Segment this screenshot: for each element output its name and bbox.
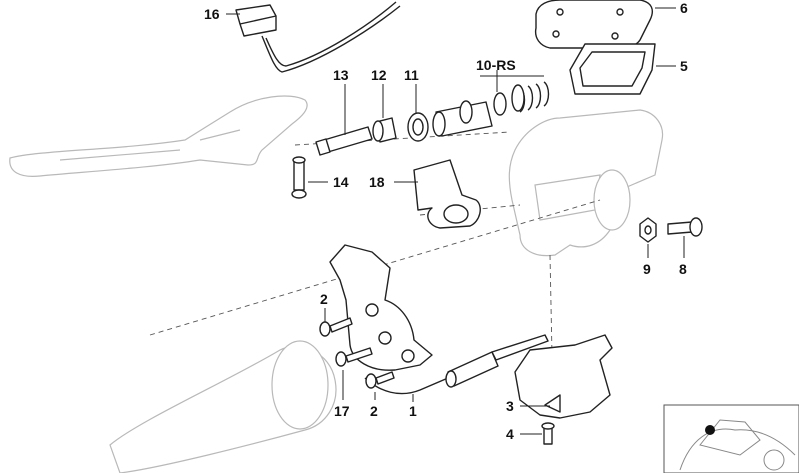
callout-labels: 16 6 5 13 12 11 10-RS 14 18 9 8 2 17 2 1…: [204, 0, 688, 442]
part-11-ring[interactable]: [407, 112, 429, 142]
callout-10-rs: 10-RS: [476, 57, 516, 73]
lever-bracket[interactable]: [329, 244, 433, 371]
part-9-nut[interactable]: [639, 217, 657, 243]
handlebar-grip-outline: [109, 340, 337, 473]
callout-12: 12: [371, 67, 387, 83]
callout-5: 5: [680, 58, 688, 74]
part-16-switch-cable[interactable]: [235, 1, 401, 73]
callout-18: 18: [369, 174, 385, 190]
callout-4: 4: [506, 426, 514, 442]
part-4-screw[interactable]: [541, 422, 555, 445]
callout-6: 6: [680, 0, 688, 16]
callout-8: 8: [679, 261, 687, 277]
brake-lever-outline: [9, 95, 308, 177]
callout-17: 17: [334, 403, 350, 419]
part-17-screw[interactable]: [335, 347, 373, 367]
part-14-bolt[interactable]: [291, 156, 307, 199]
part-3-bracket[interactable]: [514, 334, 613, 419]
callout-3: 3: [506, 398, 514, 414]
part-18-clip[interactable]: [413, 159, 481, 229]
part-10-rs-piston-spring[interactable]: [432, 81, 550, 137]
callout-2-lower: 2: [370, 403, 378, 419]
part-5-gasket[interactable]: [569, 43, 656, 95]
part-8-screw[interactable]: [667, 217, 703, 237]
part-6-cover[interactable]: [534, 0, 653, 49]
switch-housing-outline: [508, 109, 664, 257]
callout-1: 1: [409, 403, 417, 419]
part-12-bushing[interactable]: [372, 117, 397, 143]
callout-16: 16: [204, 6, 220, 22]
callout-9: 9: [643, 261, 651, 277]
callout-13: 13: [333, 67, 349, 83]
callout-14: 14: [333, 174, 349, 190]
leader-lines: [226, 7, 685, 435]
callout-2-upper: 2: [320, 291, 328, 307]
motorcycle-thumbnail: [663, 404, 799, 473]
part-2-screw-upper[interactable]: [319, 317, 353, 337]
part-13-pin[interactable]: [315, 126, 373, 156]
callout-11: 11: [404, 67, 419, 83]
part-2-screw-lower[interactable]: [365, 371, 395, 389]
